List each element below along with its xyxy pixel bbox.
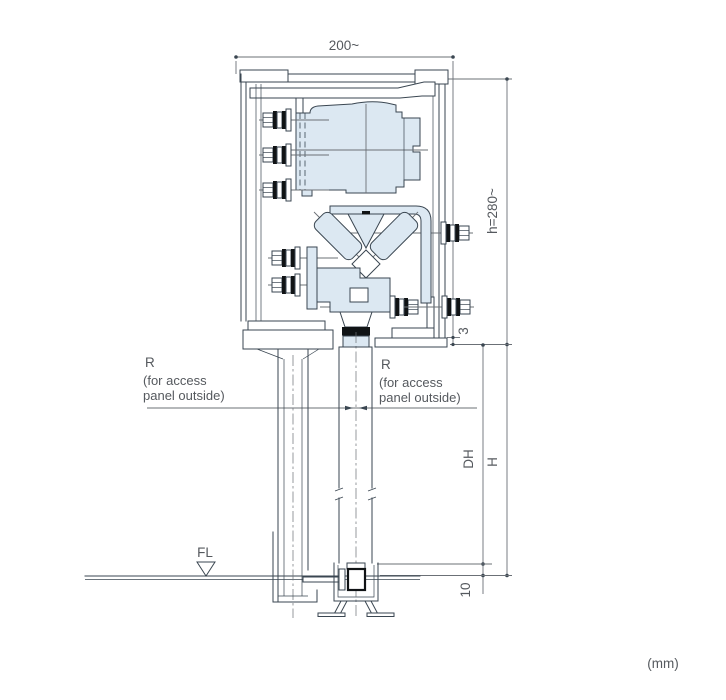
access-panel-reference-line bbox=[147, 405, 477, 411]
arrow-right-icon bbox=[345, 405, 353, 411]
dim-door-height-label: DH bbox=[461, 449, 476, 469]
dim-gap-label: 3 bbox=[456, 327, 471, 335]
callout-right-line2: (for access bbox=[379, 375, 443, 390]
callout-right-line3: panel outside) bbox=[379, 390, 461, 405]
units-label: (mm) bbox=[647, 656, 678, 671]
fl-triangle-icon bbox=[196, 561, 216, 577]
floor-line bbox=[84, 575, 421, 580]
callout-left: R (for access panel outside) bbox=[143, 355, 225, 403]
dim-case-height-label: h=280~ bbox=[485, 188, 500, 234]
dim-top-width-label: 200~ bbox=[329, 38, 360, 53]
dim-floor-gap-label: 10 bbox=[458, 582, 473, 597]
roller-right bbox=[369, 211, 419, 261]
callout-left-r: R bbox=[145, 355, 155, 370]
guide-block bbox=[346, 567, 367, 592]
floor-guide bbox=[317, 562, 395, 617]
door-operator-unit bbox=[288, 101, 428, 197]
callout-right: R (for access panel outside) bbox=[379, 357, 461, 405]
arrow-left-icon bbox=[359, 405, 367, 411]
hanger-nut bbox=[339, 311, 373, 328]
dimension-lines bbox=[234, 55, 512, 594]
callout-left-line3: panel outside) bbox=[143, 388, 225, 403]
callout-left-line2: (for access bbox=[143, 373, 207, 388]
dim-opening-height-label: H bbox=[485, 457, 500, 467]
fl-label: FL bbox=[197, 545, 213, 560]
callout-right-r: R bbox=[381, 357, 391, 372]
rubber-ring bbox=[342, 327, 370, 336]
roller-left bbox=[313, 211, 363, 261]
pocket-case bbox=[239, 69, 449, 360]
access-panel bbox=[272, 349, 346, 618]
roller-carriage bbox=[306, 205, 432, 313]
floor-level-marker bbox=[196, 561, 216, 577]
